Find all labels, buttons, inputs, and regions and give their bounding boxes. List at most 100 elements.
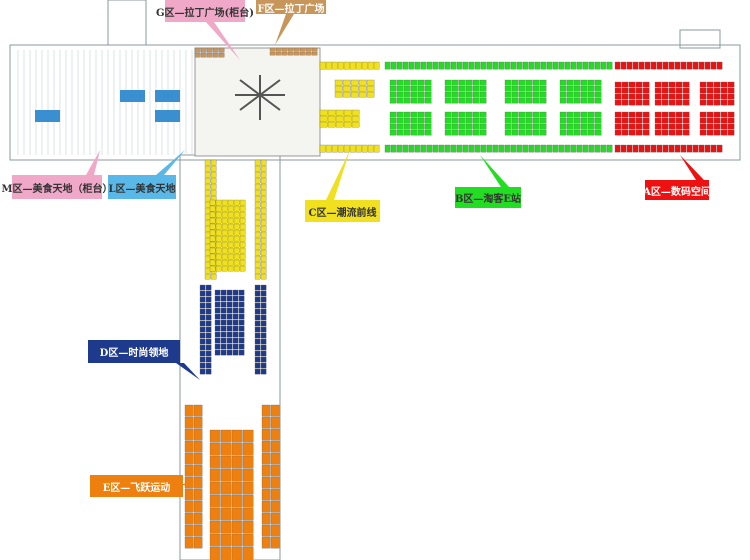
zone-f-cell xyxy=(281,47,288,52)
zone-a-cell xyxy=(668,117,676,124)
zone-a-cell xyxy=(682,111,690,118)
zone-d-cell xyxy=(214,325,221,332)
zone-c-cell xyxy=(331,61,338,70)
zone-d-cell xyxy=(220,319,227,326)
zone-c-cell xyxy=(260,219,267,226)
label-zone-d[interactable]: D区—时尚领地 xyxy=(88,340,180,363)
zone-c-cell xyxy=(260,213,267,220)
label-zone-f[interactable]: F区—拉丁广场 xyxy=(256,0,326,15)
label-zone-m[interactable]: M区—美食天地（柜台） xyxy=(1,175,113,199)
zone-a-cell xyxy=(638,144,645,153)
zone-f-cell xyxy=(200,47,207,53)
zone-b-cell xyxy=(525,111,533,118)
label-zone-e[interactable]: E区—飞跃运动 xyxy=(90,475,183,497)
zone-d-cell xyxy=(254,314,261,321)
zone-d-cell xyxy=(254,320,261,327)
zone-d-cell xyxy=(238,343,245,350)
zone-d-cell xyxy=(260,302,267,309)
zone-d-cell xyxy=(226,319,233,326)
label-zone-b[interactable]: B区—淘客E站 xyxy=(455,187,521,208)
zone-f-cell xyxy=(206,47,213,53)
zone-b-cell xyxy=(472,123,480,130)
zone-a-cell xyxy=(699,81,707,88)
zone-d-cell xyxy=(199,338,206,345)
zone-b-cell xyxy=(587,79,595,86)
zone-d-cell xyxy=(220,289,227,296)
zone-a-cell xyxy=(682,81,690,88)
zone-b-cell xyxy=(566,129,574,136)
zone-a-cell xyxy=(675,93,683,100)
zone-a-cell xyxy=(674,144,681,153)
label-zone-a[interactable]: A区—数码空间 xyxy=(643,180,711,200)
zone-c-cell xyxy=(227,253,234,260)
zone-a-cell xyxy=(654,99,662,106)
zone-d-cell xyxy=(232,337,239,344)
zone-b-cell xyxy=(594,111,602,118)
zone-c-cell xyxy=(215,229,222,236)
zone-d-cell xyxy=(205,296,212,303)
zone-b-cell xyxy=(516,61,523,70)
zone-c-cell xyxy=(260,273,267,280)
zone-d-cell xyxy=(254,362,261,369)
zone-a-cell xyxy=(654,123,662,130)
zone-a-cell xyxy=(682,129,690,136)
label-zone-l[interactable]: L区—美食天地 xyxy=(108,175,176,199)
zone-b-cell xyxy=(424,111,432,118)
zone-c-cell xyxy=(204,261,211,268)
zone-c-cell xyxy=(366,91,375,98)
zone-a-cell xyxy=(686,144,693,153)
zone-d-cell xyxy=(220,337,227,344)
zone-c-cell xyxy=(351,109,360,116)
zone-c-cell xyxy=(227,199,234,206)
zone-a-cell xyxy=(661,111,669,118)
zone-c-cell xyxy=(366,85,375,92)
zone-c-cell xyxy=(239,247,246,254)
zone-b-cell xyxy=(576,61,583,70)
zone-b-cell xyxy=(389,85,397,92)
zone-e-cell xyxy=(184,500,194,513)
label-zone-c[interactable]: C区—潮流前线 xyxy=(305,200,380,222)
zone-a-cell xyxy=(698,61,705,70)
zone-d-cell xyxy=(232,301,239,308)
zone-c-cell xyxy=(204,165,211,172)
zone-d-cell xyxy=(238,331,245,338)
zone-d-cell xyxy=(260,320,267,327)
zone-a-cell xyxy=(682,117,690,124)
zone-a-cell xyxy=(706,87,714,94)
zone-d-cell xyxy=(199,314,206,321)
zone-c-cell xyxy=(221,205,228,212)
label-zone-g[interactable]: G区—拉丁广场(柜台) xyxy=(156,0,254,22)
zone-b-cell xyxy=(540,144,547,153)
zone-c-cell xyxy=(343,115,352,122)
zone-b-cell xyxy=(408,61,415,70)
zone-b-cell xyxy=(389,123,397,130)
zone-c-cell xyxy=(210,273,217,280)
zone-a-cell xyxy=(614,111,622,118)
zone-b-cell xyxy=(580,123,588,130)
zone-c-cell xyxy=(366,79,375,86)
zone-c-cell xyxy=(335,115,344,122)
zone-a-cell xyxy=(727,117,735,124)
zone-a-cell xyxy=(632,61,639,70)
zone-d-cell xyxy=(205,344,212,351)
zone-e-cell xyxy=(231,455,243,469)
zone-c-cell xyxy=(204,255,211,262)
zone-b-cell xyxy=(559,85,567,92)
zone-a-cell xyxy=(668,123,676,130)
zone-b-cell xyxy=(582,144,589,153)
zone-b-cell xyxy=(511,117,519,124)
zone-c-cell xyxy=(254,267,261,274)
zone-a-cell xyxy=(682,93,690,100)
zone-b-cell xyxy=(414,144,421,153)
zone-e-cell xyxy=(193,512,203,525)
zone-c-cell xyxy=(260,195,267,202)
zone-d-cell xyxy=(199,344,206,351)
zone-b-cell xyxy=(465,91,473,98)
zone-d-cell xyxy=(260,350,267,357)
zone-c-cell xyxy=(204,195,211,202)
zone-e-cell xyxy=(209,507,221,521)
zone-e-cell xyxy=(261,476,271,489)
zone-a-cell xyxy=(675,87,683,94)
zone-e-cell xyxy=(193,536,203,549)
zone-c-cell xyxy=(239,223,246,230)
